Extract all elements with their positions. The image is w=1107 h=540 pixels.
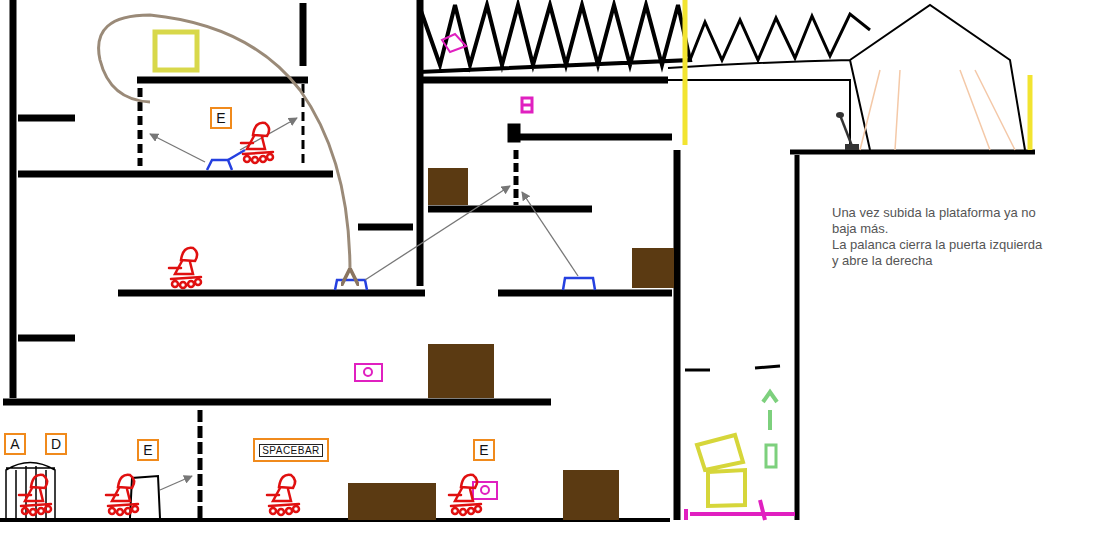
- key-label: E: [479, 442, 488, 458]
- key-label: SPACEBAR: [259, 444, 323, 457]
- light-rays: [860, 70, 1015, 150]
- goal-block: [155, 32, 197, 70]
- pressure-plates: [207, 150, 595, 290]
- roof-zigzag: [690, 14, 870, 60]
- key-hint: E: [210, 107, 231, 129]
- key-hint: E: [137, 439, 158, 461]
- key-hint-box: SPACEBAR: [253, 438, 329, 462]
- key-hint: D: [45, 433, 67, 455]
- key-hint: A: [4, 433, 25, 455]
- design-note: La palanca cierra la puerta izquierda y …: [832, 237, 1052, 269]
- tower-outline: [668, 5, 1025, 152]
- entry-gate: [6, 463, 55, 519]
- yellow-barrier: [683, 0, 688, 145]
- platform-path: [99, 15, 350, 272]
- design-note: Una vez subida la plataforma ya no baja …: [832, 205, 1052, 237]
- key-hint: E: [473, 439, 494, 461]
- crates: [348, 168, 674, 520]
- doors: [140, 84, 518, 518]
- trigger-arrows: [150, 118, 578, 490]
- key-label: E: [143, 442, 152, 458]
- collectible: [522, 98, 532, 112]
- yellow-barrier: [1028, 75, 1033, 150]
- key-label: E: [216, 110, 225, 126]
- key-label: D: [51, 436, 61, 452]
- characters: [19, 123, 481, 515]
- spiked-roof: [420, 5, 690, 72]
- collectible: [442, 34, 466, 52]
- key-label: A: [10, 436, 19, 452]
- lever: [836, 112, 859, 150]
- elevator: [686, 392, 795, 520]
